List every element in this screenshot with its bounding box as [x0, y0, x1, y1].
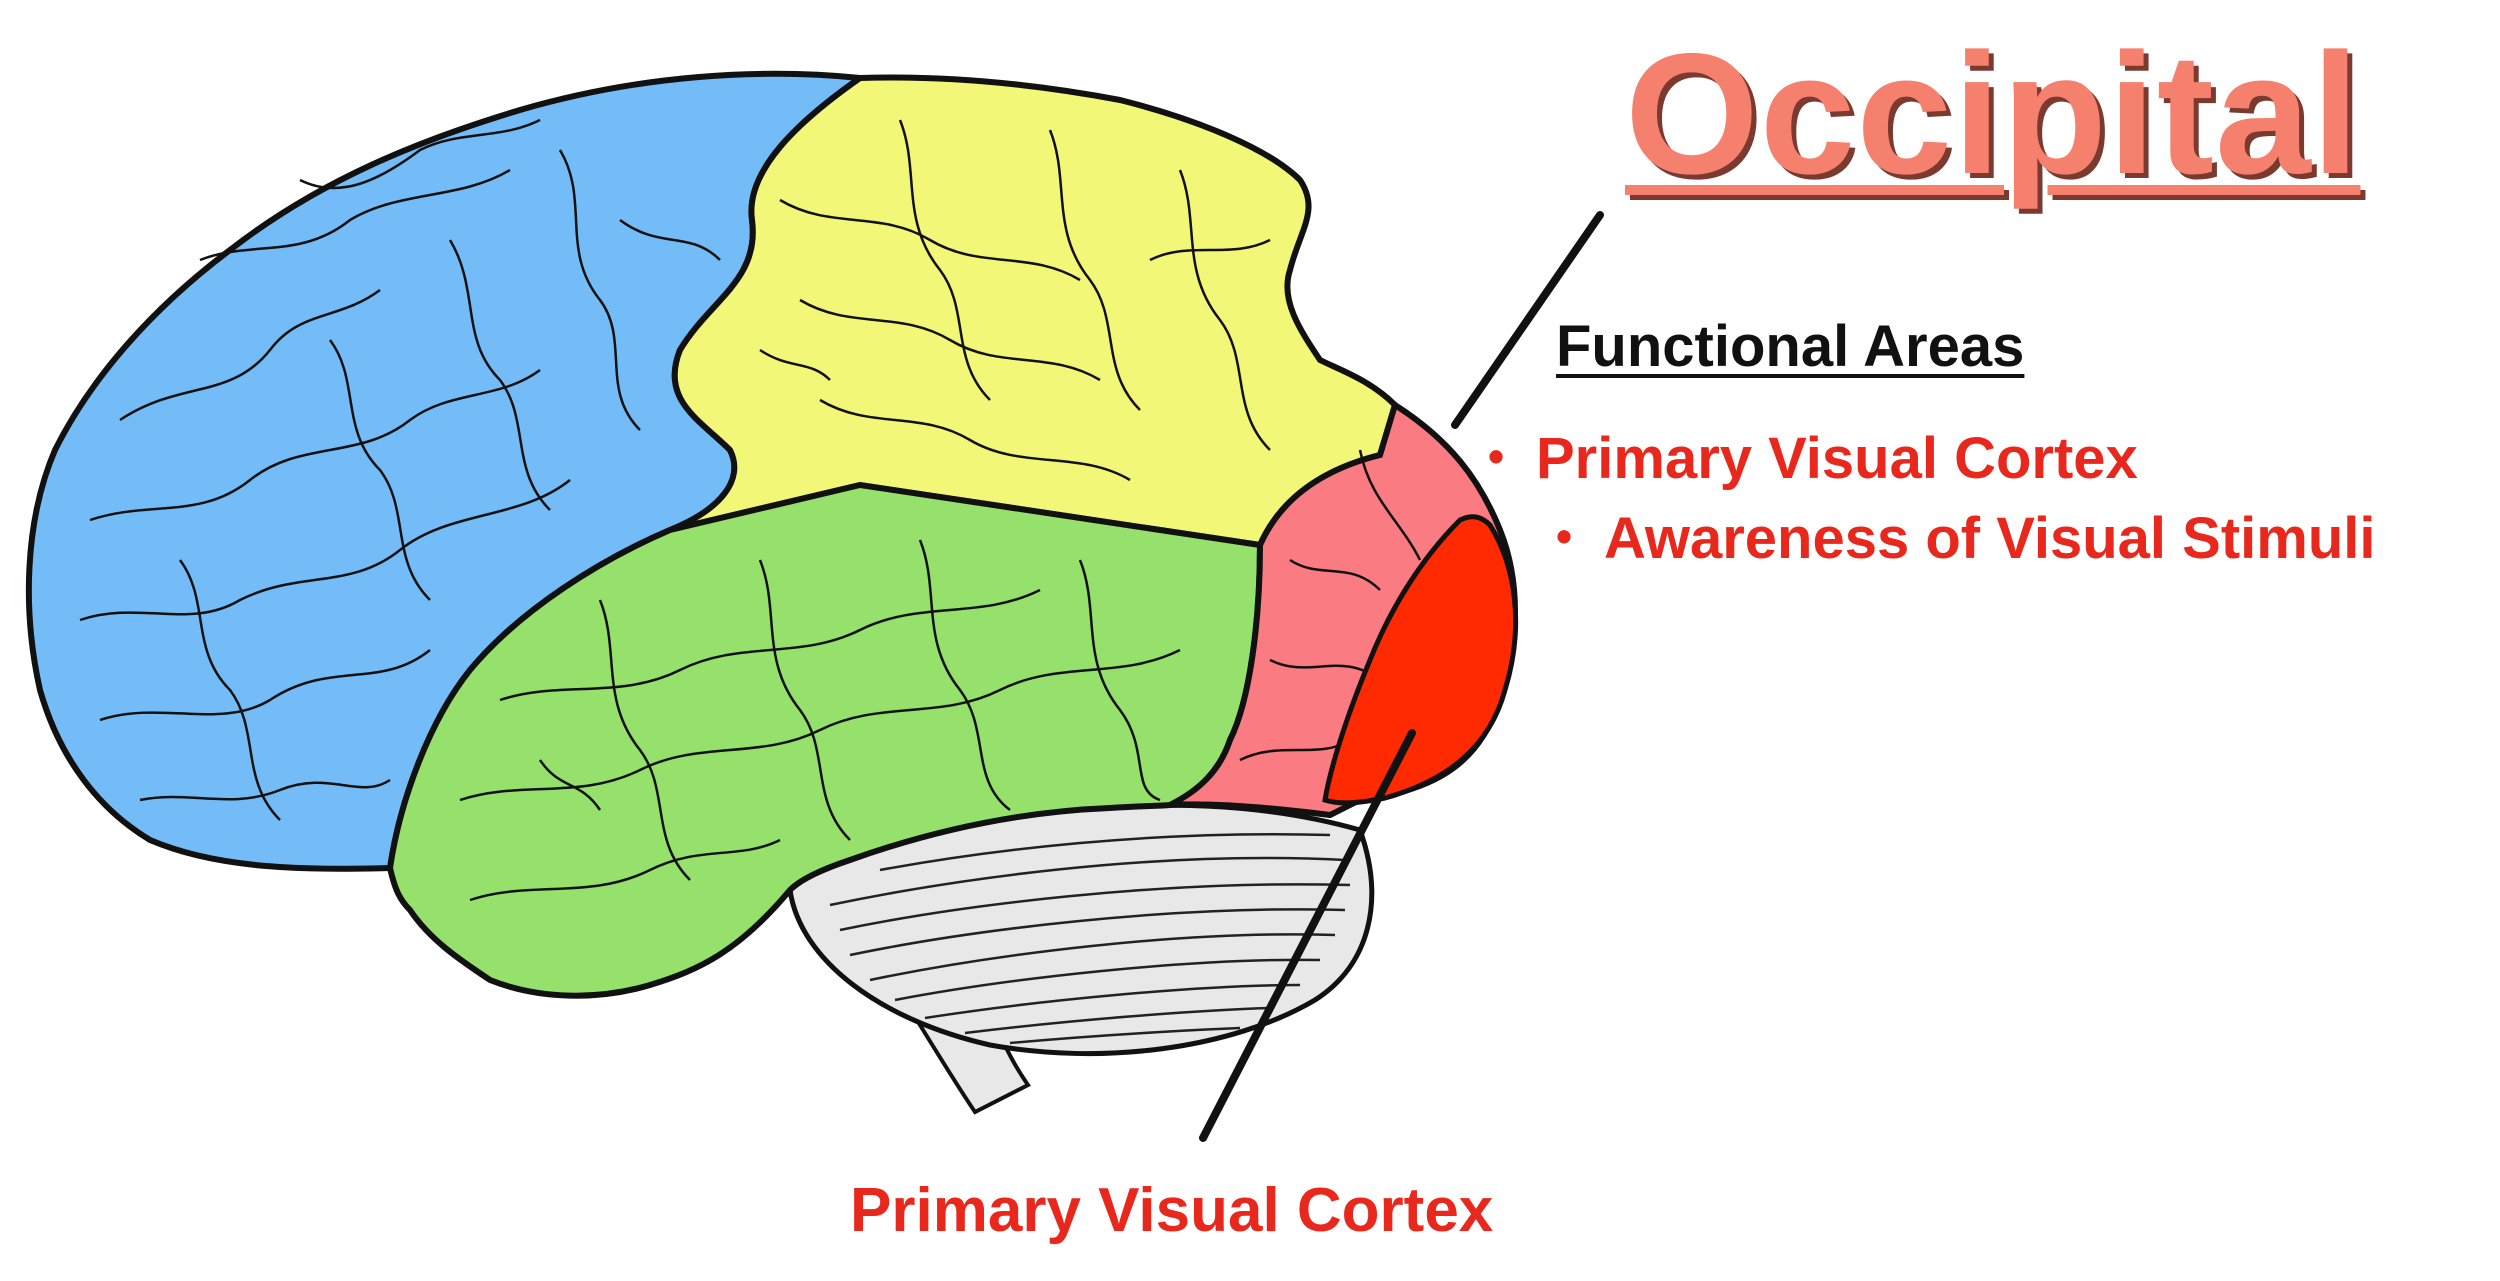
functional-area-item: •Primary Visual Cortex [1488, 430, 2138, 488]
primary-visual-cortex-region [1322, 514, 1519, 806]
bullet-marker: • [1488, 430, 1505, 482]
occipital-title: Occipital [1625, 18, 2361, 210]
pvc-callout-line [1199, 729, 1416, 1142]
functional-area-label: Primary Visual Cortex [1536, 426, 2138, 491]
functional-area-item: •Awareness of Visual Stimuli [1556, 510, 2375, 568]
parietal-lobe [668, 74, 1399, 549]
title-callout-line [1451, 211, 1604, 429]
cerebellum [787, 802, 1375, 1057]
bullet-marker: • [1556, 510, 1573, 562]
primary-visual-cortex-label: Primary Visual Cortex [850, 1176, 1494, 1245]
functional-areas-heading: Functional Areas [1556, 314, 2025, 379]
functional-area-label: Awareness of Visual Stimuli [1604, 506, 2376, 571]
